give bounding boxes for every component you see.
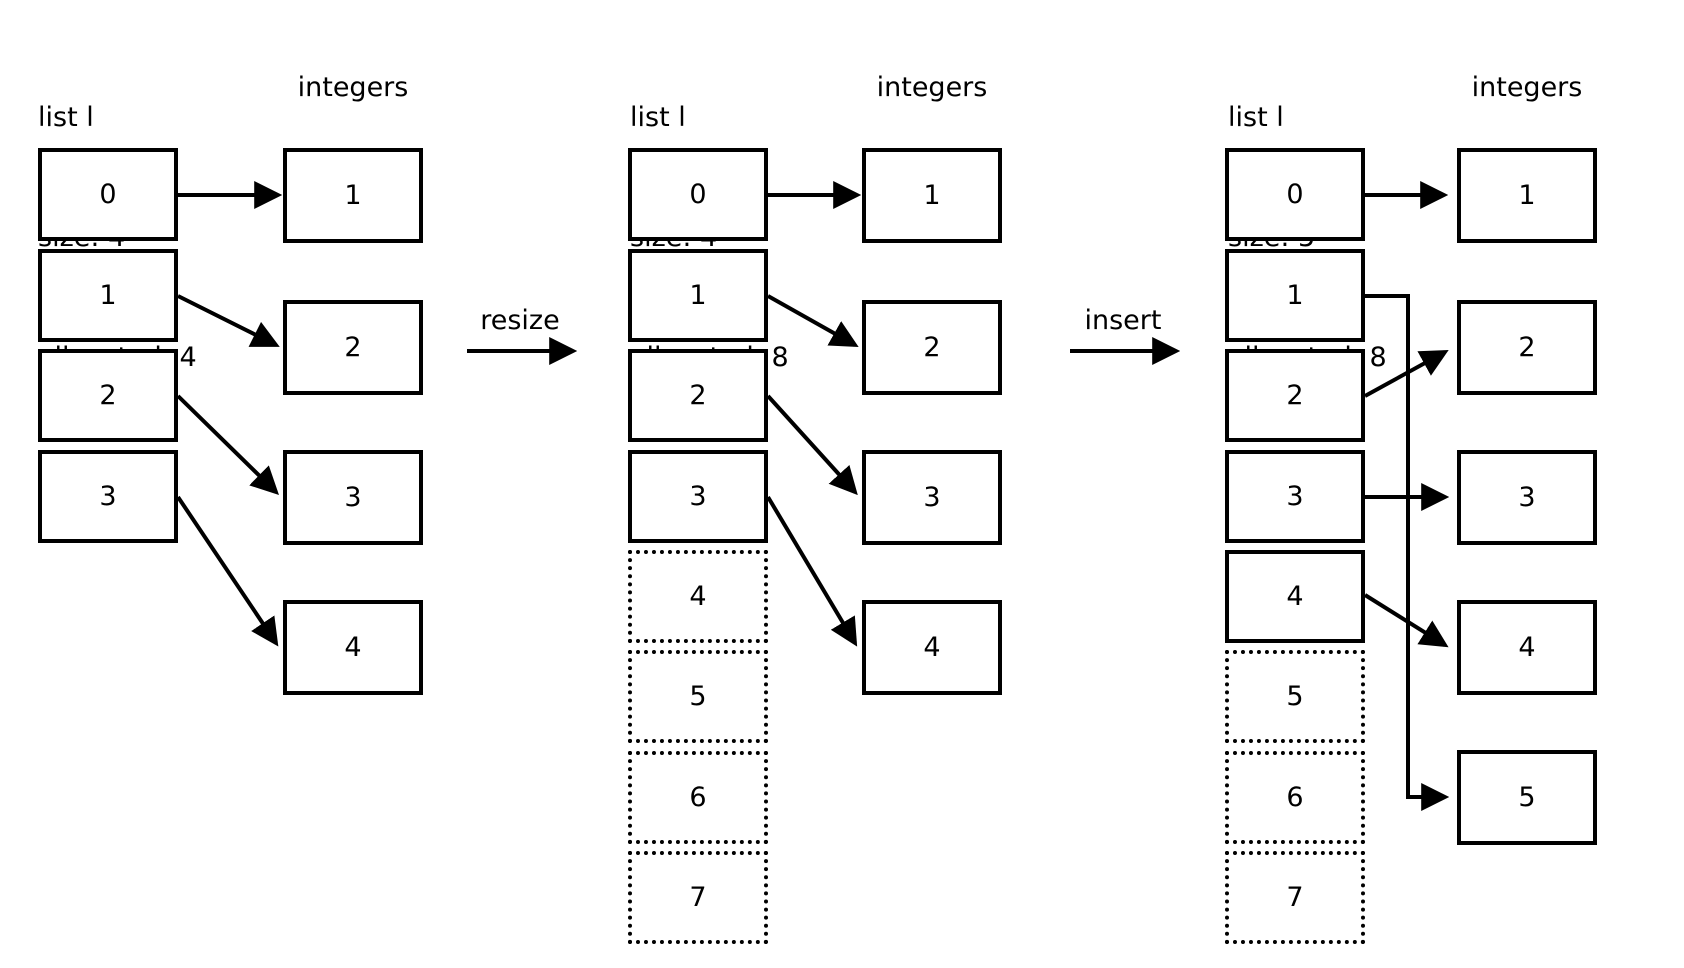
panel2-int-2: 2 bbox=[862, 300, 1002, 395]
panel1-int-4: 4 bbox=[283, 600, 423, 695]
panel3-slot-3: 3 bbox=[1225, 450, 1365, 543]
panel2-slot-0: 0 bbox=[628, 148, 768, 241]
panel2-slot-6: 6 bbox=[628, 751, 768, 844]
panel2-slot-5: 5 bbox=[628, 650, 768, 743]
arrow-insert-slot1-to-5 bbox=[1365, 294, 1450, 811]
panel2-header-line-1: list l bbox=[630, 102, 686, 133]
panel3-slot-1: 1 bbox=[1225, 249, 1365, 342]
panel1-int-3: 3 bbox=[283, 450, 423, 545]
arrow-resize-slot1-to-2 bbox=[767, 294, 859, 348]
arrow-insert-slot4-to-4 bbox=[1363, 593, 1449, 648]
panel1-slot-3: 3 bbox=[38, 450, 178, 543]
panel3-slot-6: 6 bbox=[1225, 751, 1365, 844]
panel3-slot-0: 0 bbox=[1225, 148, 1365, 241]
panel2-int-1: 1 bbox=[862, 148, 1002, 243]
panel1-int-1: 1 bbox=[283, 148, 423, 243]
panel1-slot-1: 1 bbox=[38, 249, 178, 342]
panel1-integers-label: integers bbox=[297, 72, 409, 103]
arrow-resize-slot2-to-3 bbox=[766, 394, 858, 496]
arrow-resize-slot3-to-4 bbox=[766, 495, 858, 647]
panel2-slot-1: 1 bbox=[628, 249, 768, 342]
panel2-slot-7: 7 bbox=[628, 851, 768, 944]
panel2-integers-label: integers bbox=[876, 72, 988, 103]
panel3-integers-label: integers bbox=[1471, 72, 1583, 103]
insert-label: insert bbox=[1084, 305, 1162, 336]
panel3-slot-2: 2 bbox=[1225, 349, 1365, 442]
arrow-initial-slot2-to-3 bbox=[176, 394, 280, 495]
panel1-slot-2: 2 bbox=[38, 349, 178, 442]
arrow-insert-slot2-to-2 bbox=[1364, 349, 1449, 398]
panel3-slot-4: 4 bbox=[1225, 550, 1365, 643]
arrow-initial-slot1-to-2 bbox=[177, 294, 280, 347]
panel3-int-5: 5 bbox=[1457, 750, 1597, 845]
panel1-slot-0: 0 bbox=[38, 148, 178, 241]
resize-label: resize bbox=[480, 305, 560, 336]
panel3-slot-5: 5 bbox=[1225, 650, 1365, 743]
panel3-slot-7: 7 bbox=[1225, 851, 1365, 944]
panel2-slot-2: 2 bbox=[628, 349, 768, 442]
panel2-int-3: 3 bbox=[862, 450, 1002, 545]
panel1-int-2: 2 bbox=[283, 300, 423, 395]
panel1-header-line-1: list l bbox=[38, 102, 94, 133]
panel3-int-3: 3 bbox=[1457, 450, 1597, 545]
panel2-int-4: 4 bbox=[862, 600, 1002, 695]
panel3-int-2: 2 bbox=[1457, 300, 1597, 395]
arrow-initial-slot3-to-4 bbox=[176, 495, 279, 647]
panel2-slot-4: 4 bbox=[628, 550, 768, 643]
panel2-slot-3: 3 bbox=[628, 450, 768, 543]
panel3-header-line-1: list l bbox=[1228, 102, 1284, 133]
panel3-int-1: 1 bbox=[1457, 148, 1597, 243]
panel3-int-4: 4 bbox=[1457, 600, 1597, 695]
